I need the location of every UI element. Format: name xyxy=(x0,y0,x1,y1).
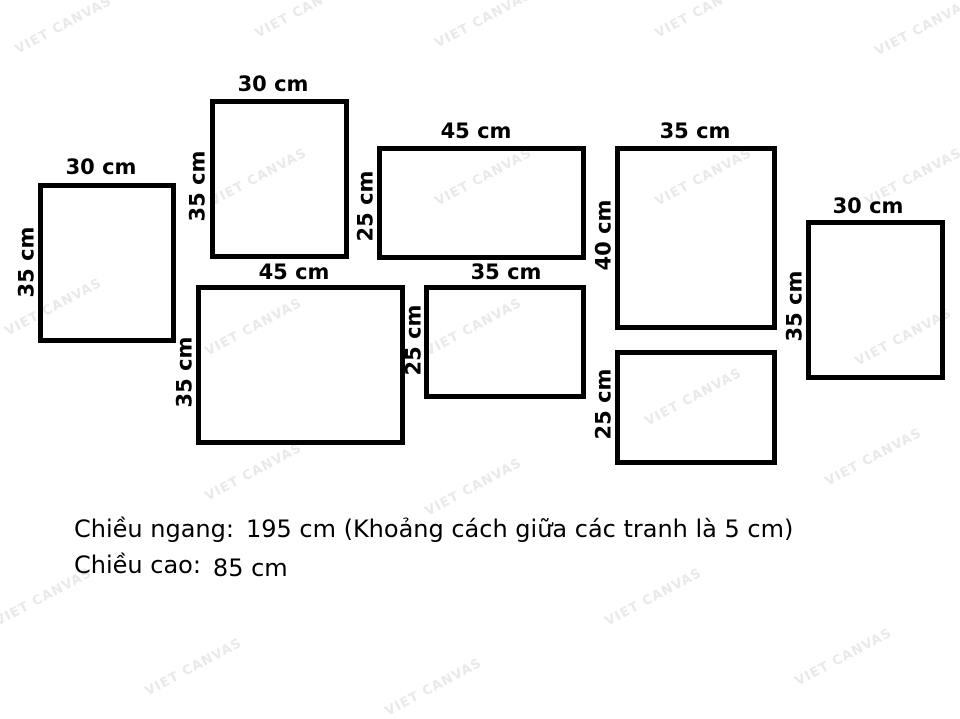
frame-f xyxy=(196,285,405,445)
summary-height-line: Chiều cao: 85 cm xyxy=(74,551,288,580)
frame-a-height-label: 35 cm xyxy=(14,226,39,298)
watermark-text: VIET CANVAS xyxy=(142,635,245,700)
frame-a-width-label: 30 cm xyxy=(65,155,137,179)
frame-b-height-label: 35 cm xyxy=(185,150,210,222)
watermark-text: VIET CANVAS xyxy=(382,655,485,719)
frame-e-height-label: 35 cm xyxy=(782,270,807,342)
frame-d-width-label: 35 cm xyxy=(659,119,731,143)
watermark-text: VIET CANVAS xyxy=(422,455,525,520)
frame-d xyxy=(615,146,777,330)
watermark-text: VIET CANVAS xyxy=(602,565,705,630)
watermark-text: VIET CANVAS xyxy=(202,440,305,505)
frame-b-width-label: 30 cm xyxy=(237,72,309,96)
frame-f-width-label: 45 cm xyxy=(258,260,330,284)
frame-f-height-label: 35 cm xyxy=(172,336,197,408)
watermark-text: VIET CANVAS xyxy=(872,0,960,60)
frame-g xyxy=(424,285,586,399)
watermark-text: VIET CANVAS xyxy=(252,0,355,42)
frame-c-height-label: 25 cm xyxy=(353,170,378,242)
frame-h-height-label: 25 cm xyxy=(591,368,616,440)
summary-height-label: Chiều cao: xyxy=(74,551,201,579)
frame-c-width-label: 45 cm xyxy=(440,119,512,143)
frame-g-height-label: 25 cm xyxy=(401,304,426,376)
summary-width-line: Chiều ngang: 195 cm (Khoảng cách giữa các… xyxy=(74,517,793,541)
watermark-text: VIET CANVAS xyxy=(12,0,115,58)
watermark-text: VIET CANVAS xyxy=(792,625,895,690)
frame-g-width-label: 35 cm xyxy=(470,260,542,284)
frame-e xyxy=(806,220,945,380)
summary-width-value: 195 cm (Khoảng cách giữa các tranh là 5 … xyxy=(245,515,794,543)
watermark-text: VIET CANVAS xyxy=(822,425,925,490)
watermark-text: VIET CANVAS xyxy=(652,0,755,42)
summary-width-label: Chiều ngang: xyxy=(74,515,234,543)
frame-b xyxy=(210,99,349,259)
frame-a xyxy=(38,183,176,343)
frame-d-height-label: 40 cm xyxy=(591,199,616,271)
frame-e-width-label: 30 cm xyxy=(832,194,904,218)
summary-height-value: 85 cm xyxy=(212,554,288,582)
watermark-text: VIET CANVAS xyxy=(432,0,535,52)
frame-c xyxy=(377,146,586,260)
frame-h xyxy=(615,350,777,465)
